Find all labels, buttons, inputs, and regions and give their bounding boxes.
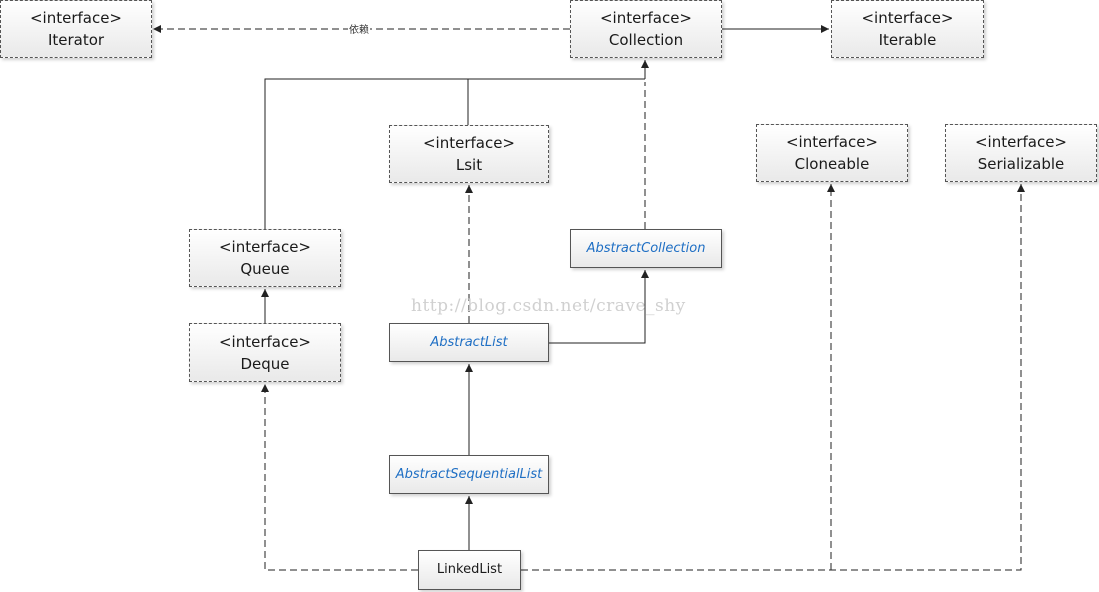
node-deque[interactable]: <interface> Deque (189, 323, 341, 382)
node-cloneable-stereotype: <interface> (785, 133, 879, 151)
node-lsit-stereotype: <interface> (422, 134, 516, 152)
node-linked-list[interactable]: LinkedList (418, 550, 521, 590)
edge-queue-bus (264, 78, 645, 229)
node-queue-name: Queue (240, 260, 290, 278)
node-iterator-stereotype: <interface> (29, 9, 123, 27)
node-deque-name: Deque (240, 354, 290, 373)
node-abstract-list-name: AbstractList (430, 334, 508, 350)
node-abstract-collection[interactable]: AbstractCollection (570, 229, 722, 268)
node-cloneable-name: Cloneable (794, 155, 870, 173)
node-serializable-stereotype: <interface> (974, 133, 1068, 151)
node-queue-stereotype: <interface> (218, 238, 312, 256)
node-collection[interactable]: <interface> Collection (570, 0, 722, 58)
node-lsit-name: Lsit (455, 156, 483, 174)
node-iterator-name: Iterator (47, 31, 105, 49)
node-iterable[interactable]: <interface> Iterable (831, 0, 984, 58)
node-iterator[interactable]: <interface> Iterator (0, 0, 152, 58)
node-iterable-name: Iterable (878, 31, 937, 49)
node-abstract-collection-name: AbstractCollection (586, 240, 706, 256)
edge-linkedlist-deque (261, 384, 418, 571)
node-serializable[interactable]: <interface> Serializable (945, 124, 1097, 182)
node-queue[interactable]: <interface> Queue (189, 229, 341, 287)
node-deque-stereotype: <interface> (218, 332, 312, 351)
node-serializable-name: Serializable (977, 155, 1065, 173)
node-collection-stereotype: <interface> (599, 9, 693, 27)
watermark: http://blog.csdn.net/crave_shy (411, 296, 686, 316)
node-lsit[interactable]: <interface> Lsit (389, 125, 549, 183)
edge-linkedlist-serializable (521, 184, 1025, 571)
node-linked-list-name: LinkedList (436, 562, 503, 577)
node-iterable-stereotype: <interface> (861, 9, 954, 27)
node-abstract-list[interactable]: AbstractList (389, 323, 549, 362)
node-abstract-sequential-list[interactable]: AbstractSequentialList (389, 455, 549, 494)
node-cloneable[interactable]: <interface> Cloneable (756, 124, 908, 182)
edge-abstractlist-abstractcollection (549, 270, 649, 344)
node-abstract-sequential-list-name: AbstractSequentialList (395, 466, 543, 482)
node-collection-name: Collection (608, 31, 684, 49)
dependency-label: 依赖 (348, 21, 370, 36)
